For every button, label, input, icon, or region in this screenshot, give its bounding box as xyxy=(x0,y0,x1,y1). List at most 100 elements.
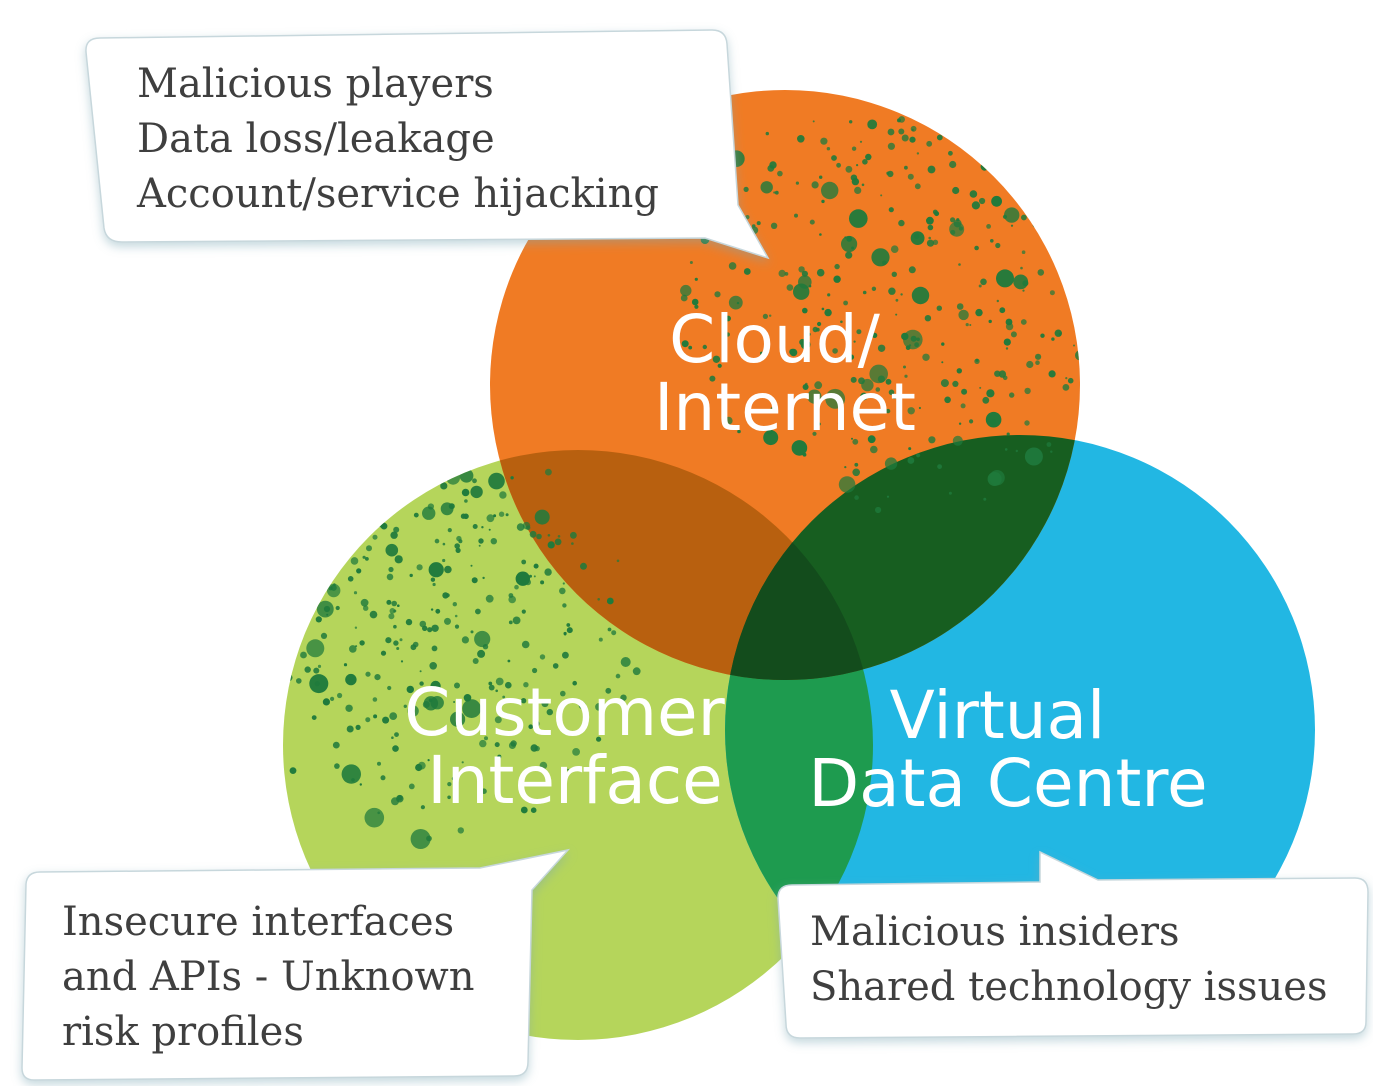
speckle-dot xyxy=(1077,207,1080,211)
speckle-dot xyxy=(359,640,365,646)
speckle-dot xyxy=(797,135,805,143)
speckle-dot xyxy=(799,338,806,346)
speckle-dot xyxy=(620,694,627,701)
speckle-dot xyxy=(458,539,463,544)
speckle-dot xyxy=(454,614,458,618)
speckle-dot xyxy=(814,381,823,390)
speckle-dot xyxy=(447,782,452,787)
speckle-dot xyxy=(872,332,878,338)
speckle-dot xyxy=(1048,156,1053,162)
speckle-dot xyxy=(885,378,892,385)
speckle-dot xyxy=(841,235,858,253)
speckle-dot xyxy=(391,736,394,739)
speckle-dot xyxy=(580,562,587,570)
speckle-dot xyxy=(353,591,358,595)
speckle-dot xyxy=(505,681,512,689)
speckle-dot xyxy=(1085,325,1090,330)
speckle-dot xyxy=(312,548,316,552)
speckle-dot xyxy=(1090,224,1093,227)
speckle-dot xyxy=(1046,442,1052,447)
cloud-label-line-2: Internet xyxy=(654,369,916,446)
speckle-dot xyxy=(546,708,553,716)
speckle-dot xyxy=(408,783,415,790)
speckle-dot xyxy=(760,351,764,355)
speckle-dot xyxy=(541,700,549,708)
speckle-dot xyxy=(355,724,361,731)
speckle-dot xyxy=(496,794,500,798)
speckle-dot xyxy=(837,421,843,426)
speckle-dot xyxy=(559,587,566,595)
speckle-dot xyxy=(453,701,456,703)
speckle-dot xyxy=(1089,230,1093,234)
speckle-dot xyxy=(991,195,1002,207)
speckle-dot xyxy=(948,150,953,156)
speckle-dot xyxy=(327,583,341,598)
speckle-dot xyxy=(1022,182,1026,186)
speckle-dot xyxy=(481,526,484,529)
speckle-dot xyxy=(1019,197,1027,205)
speckle-dot xyxy=(960,403,966,409)
speckle-dot xyxy=(689,261,693,264)
callout-cloud-text: Malicious players Data loss/leakage Acco… xyxy=(136,61,659,217)
speckle-dot xyxy=(407,705,419,717)
speckle-dot xyxy=(481,788,487,794)
speckle-dot xyxy=(534,509,550,525)
speckle-dot xyxy=(760,181,773,194)
speckle-dot xyxy=(525,579,531,586)
speckle-dot xyxy=(377,811,381,815)
callout-customer-line-1: Insecure interfaces xyxy=(62,899,454,945)
speckle-dot xyxy=(296,604,304,612)
speckle-dot xyxy=(293,523,304,533)
speckle-dot xyxy=(342,542,345,545)
speckle-dot xyxy=(849,209,868,228)
speckle-dot xyxy=(725,332,731,337)
speckle-dot xyxy=(1036,183,1041,187)
speckle-dot xyxy=(409,573,413,578)
speckle-dot xyxy=(510,476,514,480)
speckle-dot xyxy=(769,314,772,317)
speckle-dot xyxy=(595,703,603,711)
speckle-dot xyxy=(898,128,905,135)
speckle-dot xyxy=(1094,344,1098,348)
speckle-dot xyxy=(529,530,537,538)
speckle-dot xyxy=(464,499,468,503)
speckle-texture-customer xyxy=(240,456,641,849)
speckle-dot xyxy=(570,531,577,539)
speckle-dot xyxy=(717,363,722,368)
speckle-dot xyxy=(240,606,246,612)
speckle-dot xyxy=(952,380,959,387)
speckle-dot xyxy=(854,186,862,194)
speckle-dot xyxy=(979,197,986,205)
speckle-dot xyxy=(267,677,281,691)
speckle-dot xyxy=(895,298,899,302)
speckle-dot xyxy=(413,512,419,518)
speckle-dot xyxy=(793,283,810,300)
speckle-dot xyxy=(361,480,367,486)
speckle-dot xyxy=(736,301,740,305)
speckle-dot xyxy=(554,538,562,546)
speckle-dot xyxy=(936,305,942,311)
speckle-dot xyxy=(875,387,881,392)
speckle-dot xyxy=(493,514,497,518)
cloud-label-line-1: Cloud/ xyxy=(669,301,881,378)
speckle-dot xyxy=(422,701,430,708)
speckle-dot xyxy=(944,396,951,404)
speckle-dot xyxy=(848,354,855,360)
speckle-dot xyxy=(1078,240,1080,248)
speckle-dot xyxy=(941,342,945,346)
speckle-dot xyxy=(819,233,822,236)
speckle-dot xyxy=(332,741,340,749)
speckle-dot xyxy=(927,224,934,231)
speckle-dot xyxy=(314,681,320,687)
speckle-dot xyxy=(888,389,895,396)
speckle-dot xyxy=(1015,151,1022,157)
speckle-dot xyxy=(948,491,952,495)
speckle-dot xyxy=(1035,360,1040,366)
speckle-dot xyxy=(294,526,302,534)
speckle-dot xyxy=(482,460,486,464)
speckle-dot xyxy=(833,275,841,283)
speckle-dot xyxy=(514,584,519,590)
speckle-dot xyxy=(505,513,509,517)
callout-cloud-line-1: Malicious players xyxy=(137,61,494,107)
